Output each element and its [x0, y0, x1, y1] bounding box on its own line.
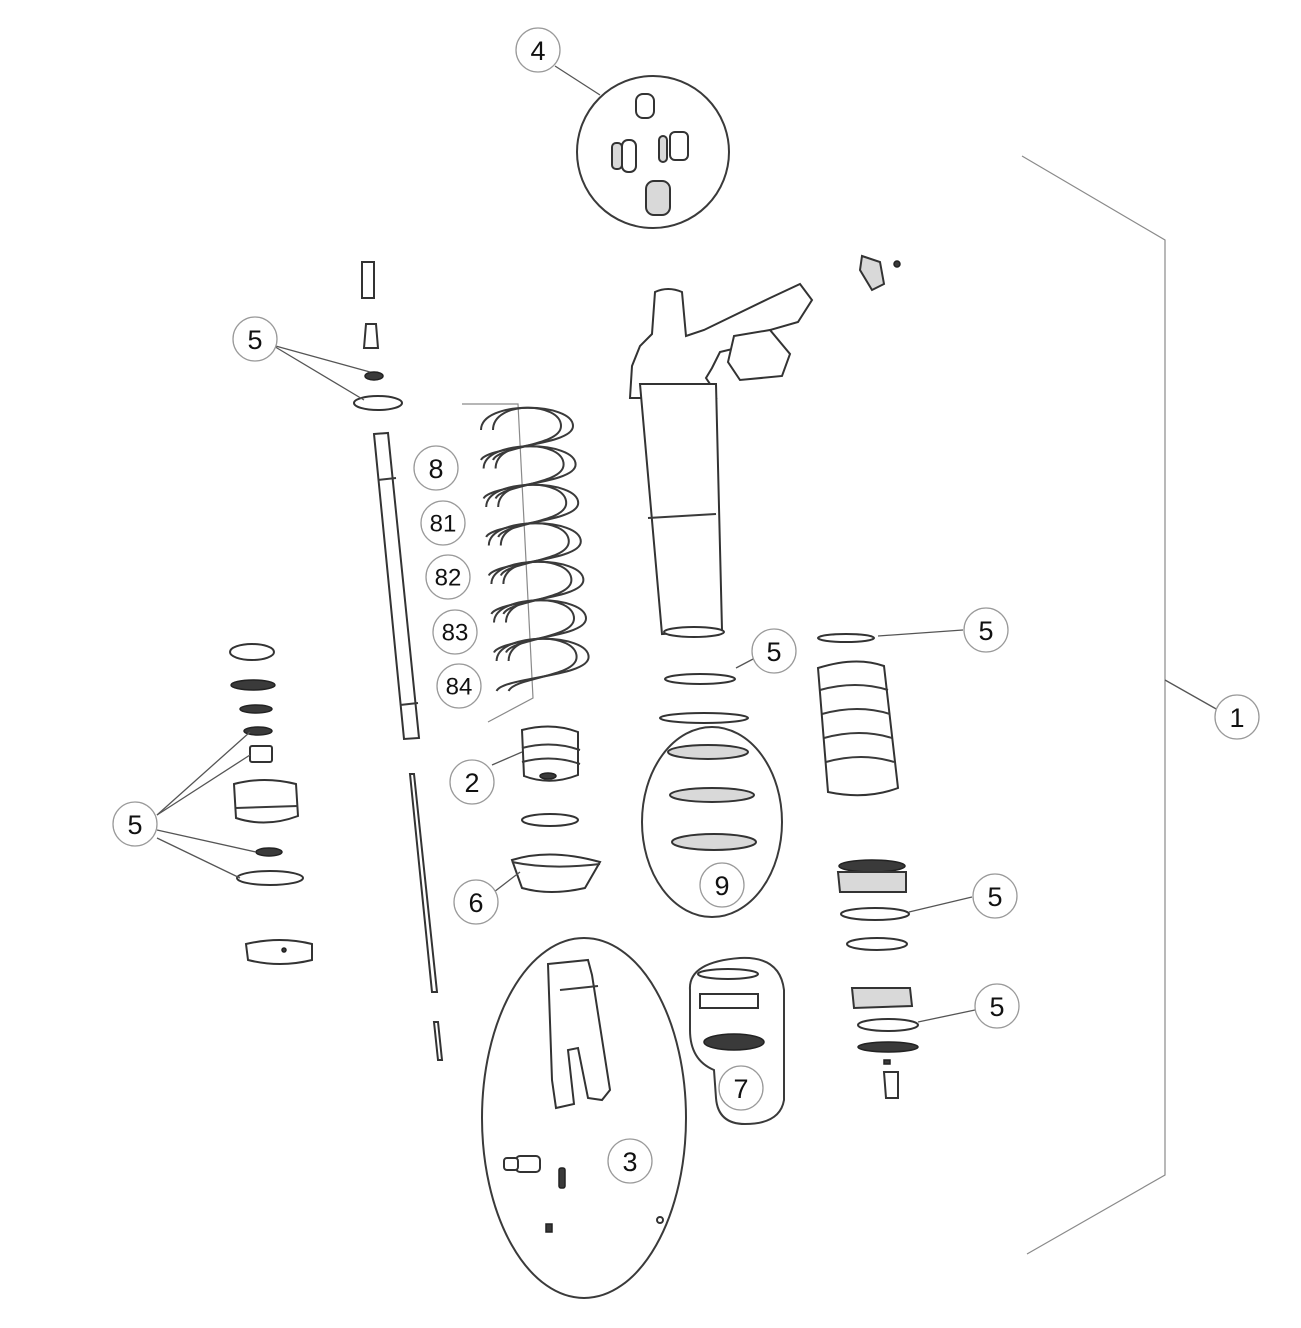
callout-label-5-right-mid: 5 — [987, 882, 1002, 912]
detail-ellipse-3 — [481, 937, 687, 1299]
spring-coil — [480, 406, 575, 461]
spring-coil — [490, 560, 585, 615]
top-pin-parts — [271, 261, 403, 411]
callout-5-top-left: 5 — [232, 316, 278, 362]
callout-label-1: 1 — [1229, 703, 1244, 733]
callout-4: 4 — [515, 27, 561, 73]
detail-circle-4 — [554, 65, 730, 229]
callout-label-5-right-top: 5 — [978, 616, 993, 646]
callout-label-5-right-low: 5 — [989, 992, 1004, 1022]
detail-ellipse-9 — [641, 657, 783, 918]
callout-label-8: 8 — [428, 454, 443, 484]
callout-9: 9 — [699, 862, 745, 908]
adjuster-rod — [408, 773, 444, 1061]
callout-6: 6 — [453, 879, 499, 925]
spring-coil — [495, 637, 590, 692]
callout-7: 7 — [718, 1065, 764, 1111]
callout-83: 83 — [432, 609, 478, 655]
callout-label-2: 2 — [464, 768, 479, 798]
callout-label-6: 6 — [468, 888, 483, 918]
callout-82: 82 — [425, 554, 471, 600]
spring-seat — [493, 853, 602, 893]
damper-shaft — [372, 431, 421, 741]
callout-label-3: 3 — [622, 1147, 637, 1177]
callout-label-9: 9 — [714, 871, 729, 901]
piston-stack-left — [156, 643, 313, 965]
callout-1: 1 — [1214, 694, 1260, 740]
callout-label-4: 4 — [530, 36, 545, 66]
spring-coil — [493, 599, 588, 654]
spring-coil — [485, 483, 580, 538]
callout-label-5-top-left: 5 — [247, 325, 262, 355]
spring-coil — [507, 637, 578, 692]
callout-5-right-top: 5 — [963, 607, 1009, 653]
callout-label-82: 82 — [435, 565, 462, 592]
spring-coil — [494, 445, 565, 500]
callout-label-84: 84 — [446, 674, 473, 701]
callout-5-left: 5 — [112, 801, 158, 847]
callout-label-5-mid: 5 — [766, 637, 781, 667]
callout-5-right-low: 5 — [974, 983, 1020, 1029]
callout-label-7: 7 — [733, 1074, 748, 1104]
callout-label-5-left: 5 — [127, 810, 142, 840]
detail-shape-7 — [688, 956, 785, 1126]
damper-body — [628, 254, 901, 638]
callout-3: 3 — [607, 1138, 653, 1184]
callout-label-81: 81 — [430, 511, 457, 538]
spring-coil — [482, 445, 577, 500]
callout-5-right-mid: 5 — [972, 873, 1018, 919]
spring-coil — [497, 483, 568, 538]
callout-84: 84 — [436, 663, 482, 709]
coil-spring — [462, 403, 590, 723]
spring-coil — [492, 406, 563, 461]
callout-8: 8 — [413, 445, 459, 491]
callout-2: 2 — [449, 759, 495, 805]
bump-stop — [491, 725, 581, 827]
callout-81: 81 — [420, 500, 466, 546]
callout-5-mid: 5 — [751, 628, 797, 674]
callout-label-83: 83 — [442, 620, 469, 647]
spring-coil — [502, 560, 573, 615]
spring-coil — [487, 522, 582, 577]
spring-coil — [499, 522, 570, 577]
piston-stack-right — [816, 629, 976, 1099]
spring-coil — [505, 599, 576, 654]
assembly-bracket — [1021, 155, 1219, 1255]
